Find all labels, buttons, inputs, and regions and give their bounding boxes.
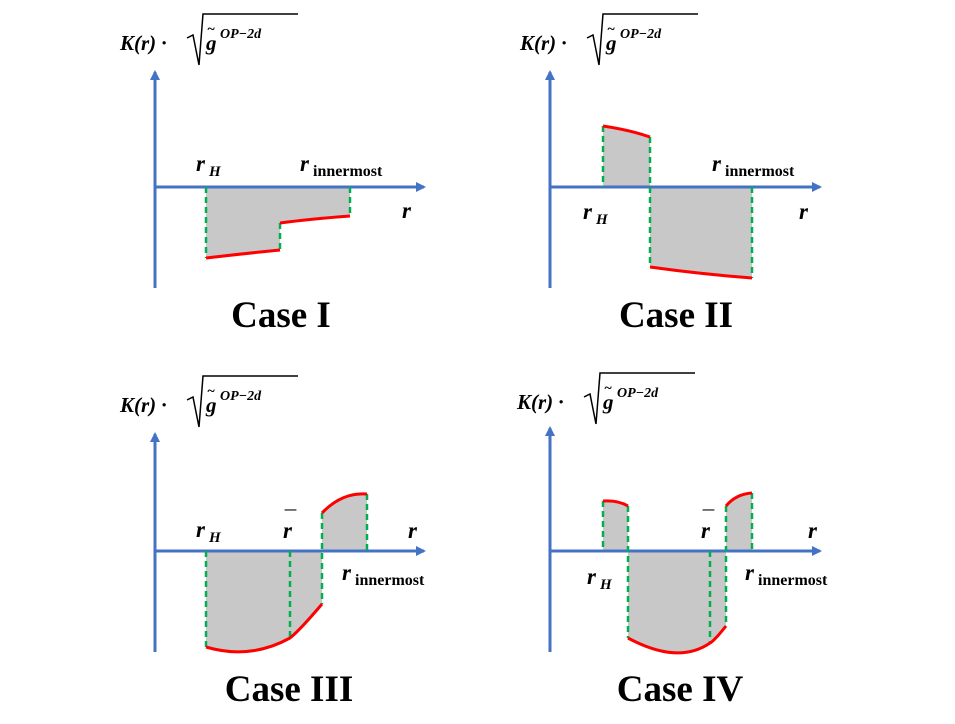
sqrt-sign-icon [186, 13, 298, 66]
red-curve [602, 499, 629, 508]
g-superscript: OP−2d [220, 27, 262, 42]
panel-title: Case I [231, 295, 331, 336]
r-h-sub: H [208, 164, 222, 180]
panel-title: Case IV [617, 669, 744, 710]
r-innermost-label: r innermost [712, 151, 795, 180]
panel-title: Case III [225, 669, 354, 710]
shaded-region [206, 551, 322, 652]
sqrt-sign-icon [583, 372, 695, 425]
panel-case-3: K(r) · g ~ OP−2d r H r ¯ r innermost r C [119, 375, 426, 710]
r-bar-label: r ¯ [283, 507, 297, 543]
y-label-main: K(r) · [119, 393, 167, 417]
g-base: g [602, 390, 614, 414]
g-superscript: OP−2d [220, 389, 262, 404]
red-curve [724, 491, 753, 507]
r-h-label: r H [196, 151, 222, 180]
g-tilde: ~ [207, 22, 215, 37]
y-label-main: K(r) · [516, 390, 564, 414]
r-inner-base: r [712, 151, 722, 176]
y-axis-label: K(r) · g ~ OP−2d [516, 372, 695, 425]
r-bar-base: r [283, 518, 293, 543]
x-axis-label: r [408, 518, 418, 543]
r-h-base: r [196, 517, 206, 542]
r-h-base: r [583, 199, 593, 224]
r-innermost-label: r innermost [342, 560, 425, 589]
red-curve [205, 603, 324, 654]
g-base: g [605, 31, 617, 55]
r-h-label: r H [583, 199, 609, 228]
x-axis-label: r [808, 518, 818, 543]
r-h-base: r [196, 151, 206, 176]
y-axis-label: K(r) · g ~ OP−2d [119, 375, 298, 428]
g-base: g [205, 31, 217, 55]
r-inner-base: r [300, 151, 310, 176]
r-inner-sub: innermost [725, 163, 795, 180]
panel-case-1: K(r) · g ~ OP−2d r H r innermost r Case … [119, 13, 426, 336]
shaded-region [726, 493, 752, 551]
r-inner-sub: innermost [758, 572, 828, 589]
x-axis-label: r [402, 198, 412, 223]
r-bar-base: r [701, 518, 711, 543]
shaded-region [603, 126, 650, 187]
red-curve [320, 492, 368, 515]
shaded-region [322, 493, 367, 551]
r-h-label: r H [587, 564, 613, 593]
g-tilde: ~ [604, 381, 612, 396]
g-base: g [205, 393, 217, 417]
r-innermost-label: r innermost [745, 560, 828, 589]
shaded-region [628, 551, 726, 653]
red-curve [649, 265, 753, 280]
r-innermost-label: r innermost [300, 151, 383, 180]
g-tilde: ~ [607, 22, 615, 37]
panel-case-2: K(r) · g ~ OP−2d r H r innermost r Case … [519, 13, 822, 336]
shaded-region [206, 187, 280, 258]
red-curve [602, 124, 651, 139]
r-inner-sub: innermost [313, 163, 383, 180]
y-label-main: K(r) · [519, 31, 567, 55]
x-axis-label: r [799, 199, 809, 224]
panel-title: Case II [619, 295, 733, 336]
r-inner-sub: innermost [355, 572, 425, 589]
y-label-main: K(r) · [119, 31, 167, 55]
sqrt-sign-icon [186, 375, 298, 428]
red-curve [627, 625, 728, 655]
g-superscript: OP−2d [620, 27, 662, 42]
r-h-sub: H [595, 212, 609, 228]
r-h-sub: H [599, 577, 613, 593]
y-axis-label: K(r) · g ~ OP−2d [519, 13, 698, 66]
r-bar-overline: ¯ [701, 507, 715, 532]
r-bar-label: r ¯ [701, 507, 715, 543]
shaded-region [603, 500, 628, 551]
red-curve [205, 248, 281, 260]
sqrt-sign-icon [586, 13, 698, 66]
y-axis-label: K(r) · g ~ OP−2d [119, 13, 298, 66]
r-bar-overline: ¯ [283, 507, 297, 532]
g-tilde: ~ [207, 384, 215, 399]
r-h-base: r [587, 564, 597, 589]
red-curve [279, 214, 351, 225]
shaded-region [650, 187, 752, 278]
panel-case-4: K(r) · g ~ OP−2d r H r ¯ r innermost [516, 372, 828, 710]
r-h-sub: H [208, 530, 222, 546]
r-inner-base: r [342, 560, 352, 585]
r-h-label: r H [196, 517, 222, 546]
r-inner-base: r [745, 560, 755, 585]
shaded-region [280, 187, 350, 223]
g-superscript: OP−2d [617, 386, 659, 401]
